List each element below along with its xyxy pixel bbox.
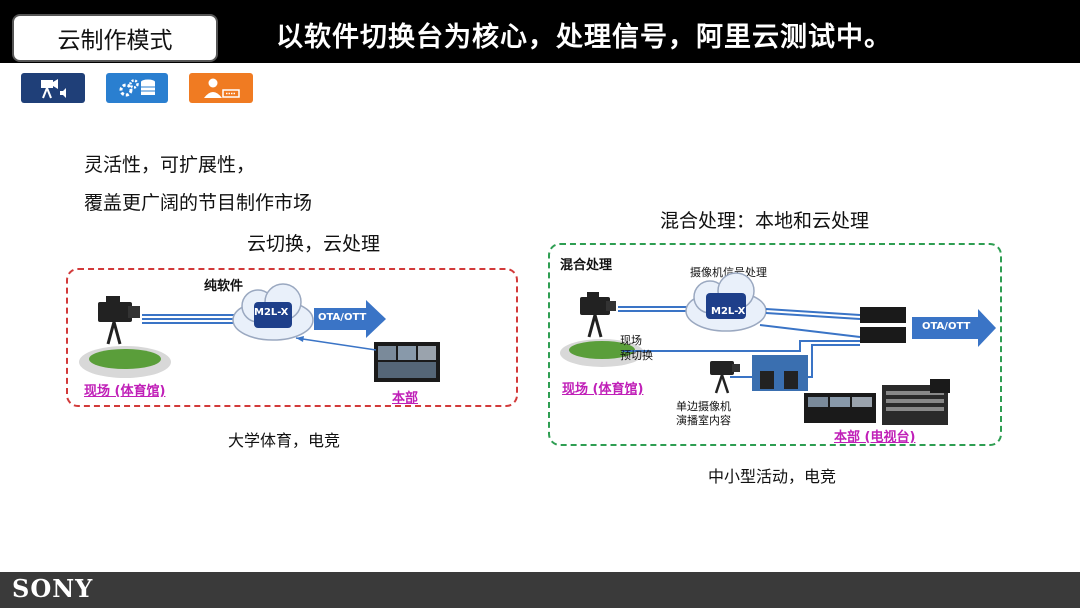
right-ott-label: OTA/OTT bbox=[922, 321, 971, 332]
switch-note-2: 预切换 bbox=[620, 349, 653, 362]
pure-software-title: 纯软件 bbox=[204, 279, 244, 294]
left-caption: 大学体育，电竞 bbox=[228, 431, 341, 450]
cloud-icon bbox=[232, 283, 314, 341]
left-hq-label: 本部 bbox=[392, 391, 419, 406]
switch-note-1: 现场 bbox=[620, 334, 642, 347]
pure-software-diagram bbox=[66, 268, 518, 407]
camera-icon bbox=[98, 296, 140, 345]
user-keyboard-button[interactable] bbox=[189, 73, 253, 103]
pure-software-graphic bbox=[79, 283, 440, 382]
gears-database-icon bbox=[119, 79, 155, 97]
hybrid-graphic bbox=[560, 272, 996, 425]
left-subtitle: 云切换，云处理 bbox=[247, 233, 381, 255]
user-keyboard-icon bbox=[204, 78, 240, 98]
studio-note-1: 单边摄像机 bbox=[676, 400, 731, 413]
headline: 以软件切换台为核心，处理信号，阿里云测试中。 bbox=[276, 22, 892, 53]
footer-bar bbox=[0, 572, 1080, 608]
right-title: 混合处理：本地和云处理 bbox=[660, 210, 870, 232]
left-cloud-label: M2L-X bbox=[254, 307, 289, 318]
gears-database-button[interactable] bbox=[106, 73, 168, 103]
sony-logo: SONY bbox=[12, 574, 94, 603]
cloud-caption: 摄像机信号处理 bbox=[690, 266, 767, 279]
right-cloud-label: M2L-X bbox=[711, 306, 746, 317]
hybrid-diagram bbox=[548, 243, 1002, 446]
ott-arrow-icon bbox=[314, 300, 386, 338]
right-hq-label: 本部 (电视台) bbox=[834, 430, 916, 445]
mode-tab[interactable]: 云制作模式 bbox=[12, 14, 218, 62]
camera-audio-icon bbox=[41, 79, 66, 99]
left-venue-label: 现场 (体育馆) bbox=[84, 384, 166, 399]
right-venue-label: 现场 (体育馆) bbox=[562, 382, 644, 397]
studio-note-2: 演播室内容 bbox=[676, 414, 731, 427]
hq-monitor-icon bbox=[374, 342, 440, 382]
camera-audio-button[interactable] bbox=[21, 73, 85, 103]
right-caption: 中小型活动，电竞 bbox=[708, 467, 837, 486]
left-line-1: 灵活性，可扩展性， bbox=[84, 154, 256, 176]
hybrid-box-title: 混合处理 bbox=[560, 258, 613, 273]
mode-tab-label: 云制作模式 bbox=[57, 28, 173, 54]
left-line-2: 覆盖更广阔的节目制作市场 bbox=[84, 192, 313, 214]
left-ott-label: OTA/OTT bbox=[318, 312, 367, 323]
